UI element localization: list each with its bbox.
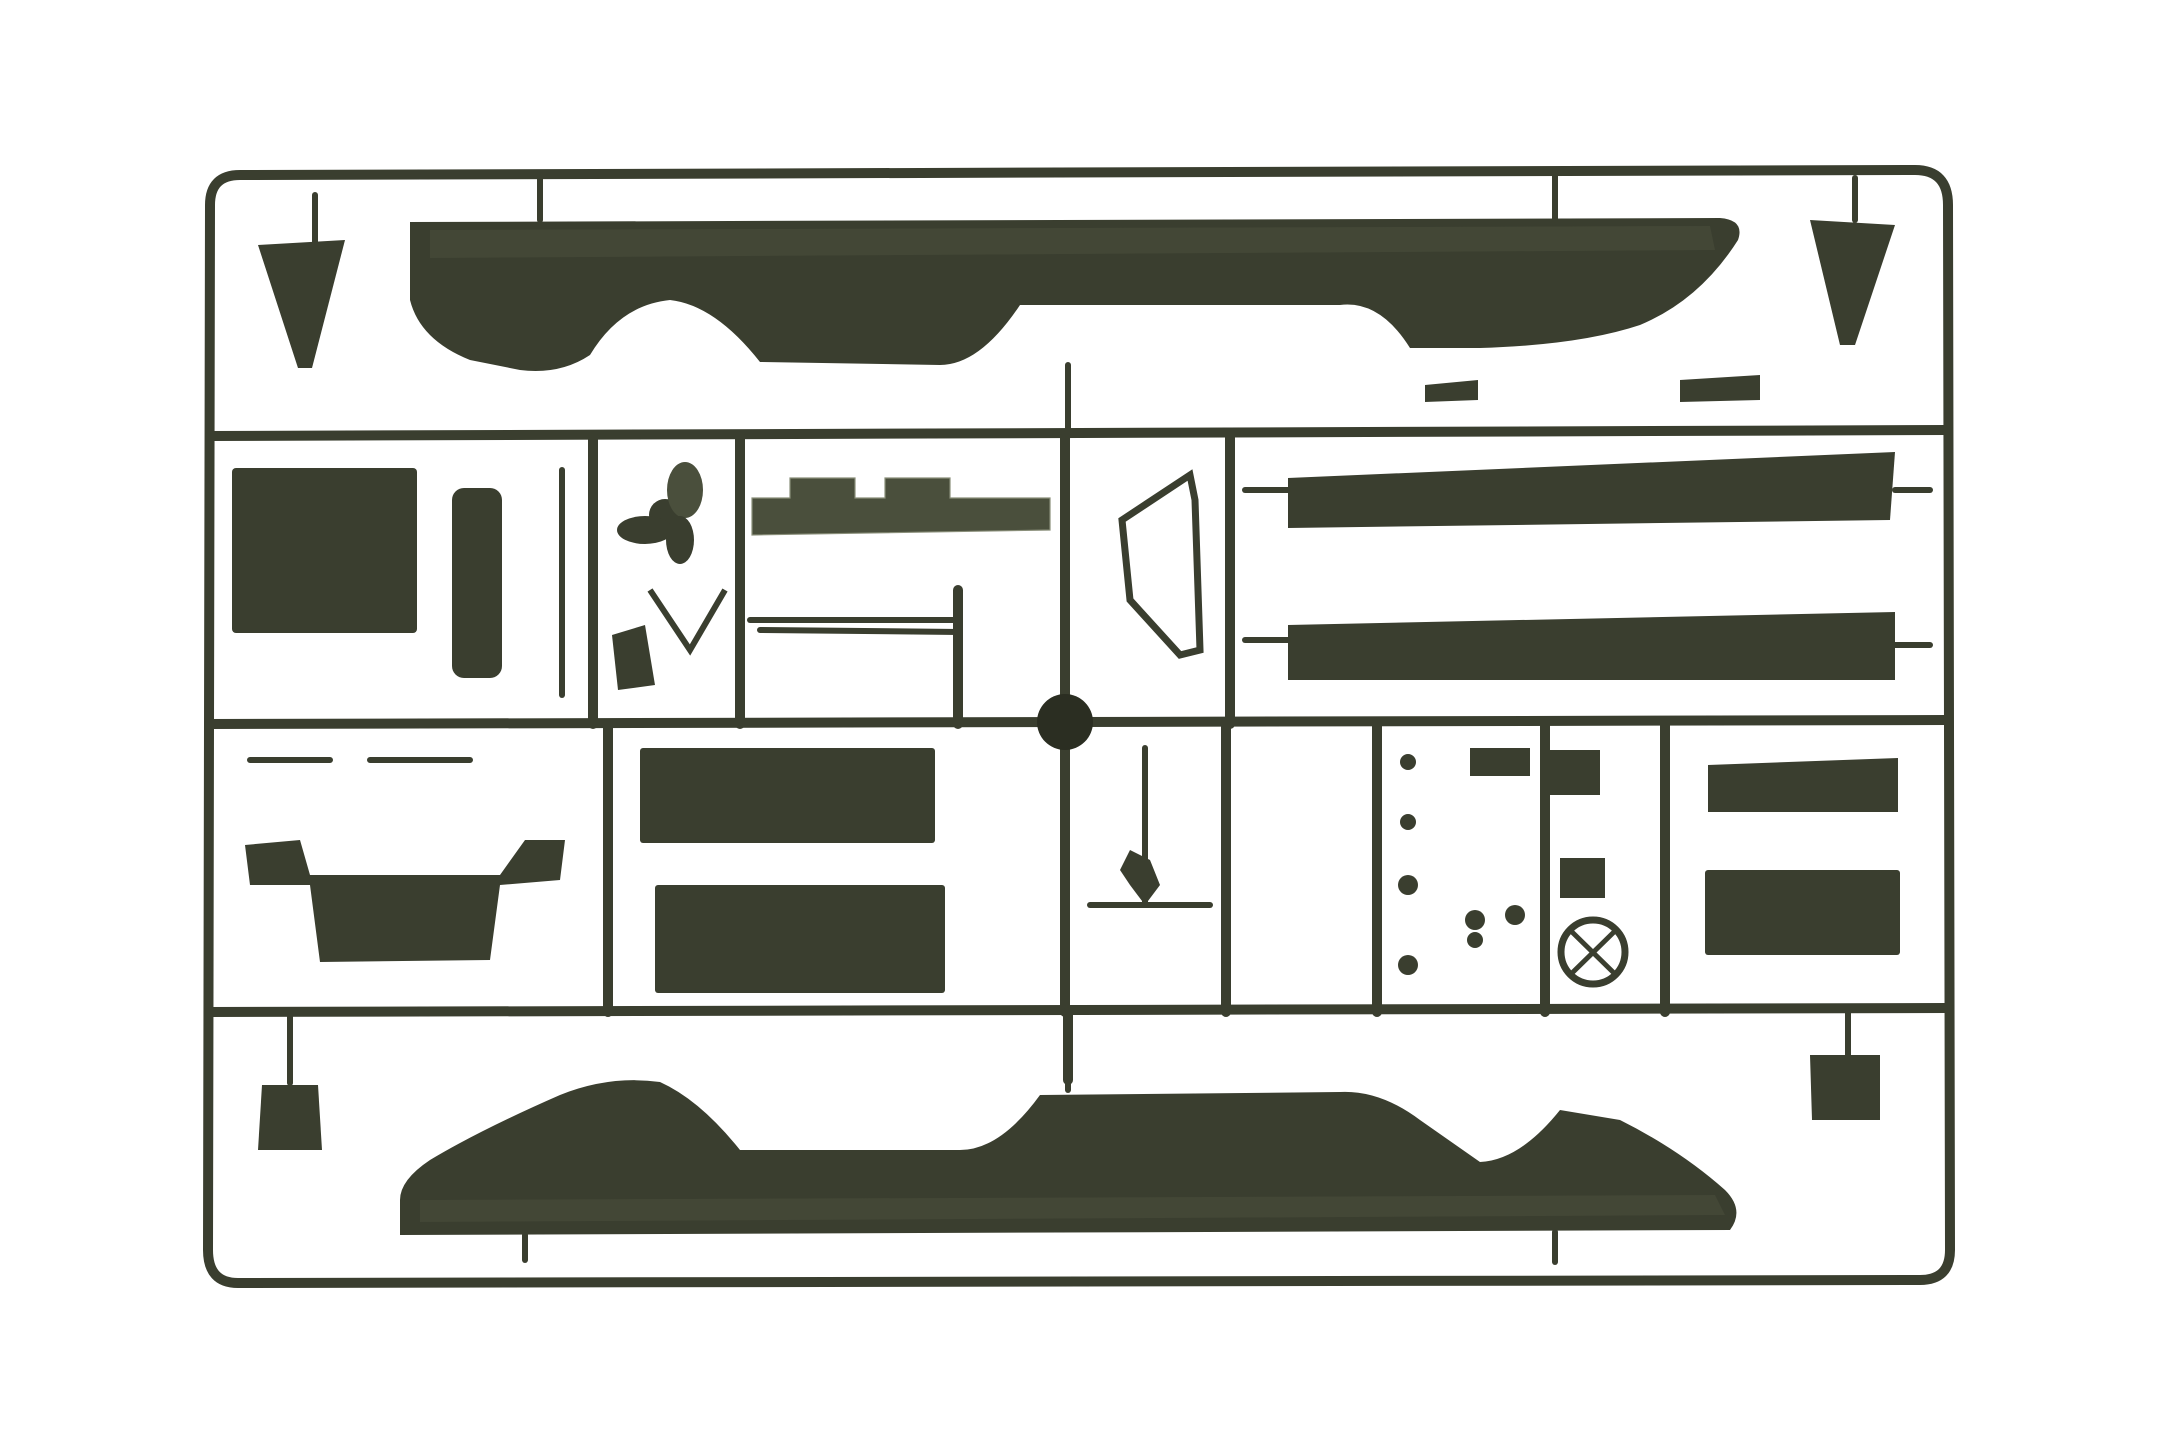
- small-box-right: [1810, 1055, 1880, 1120]
- hull-half-top: [410, 218, 1740, 371]
- side-panel-upper: [1288, 452, 1895, 528]
- ladder-part: [452, 488, 502, 678]
- door-panel: [232, 468, 417, 633]
- bench-panel-upper: [640, 748, 935, 843]
- v-bracket: [647, 588, 728, 656]
- frame-part-triangle: [1118, 469, 1204, 659]
- propeller-part: [617, 462, 703, 564]
- sprue-hub: [1037, 694, 1093, 750]
- anchor-part: [1120, 850, 1160, 905]
- seat-back-small: [612, 625, 655, 690]
- grille-mesh-part: [751, 477, 1051, 536]
- box-part-upper: [1708, 758, 1898, 812]
- seat-frame: [245, 840, 565, 962]
- steering-wheel-part: [1557, 916, 1629, 988]
- sprue-gates: [287, 172, 1933, 1265]
- winch-parts: [1470, 748, 1605, 898]
- small-box-left: [258, 1085, 322, 1150]
- funnel-part-top-right: [1810, 220, 1895, 345]
- outer-frame: [203, 165, 1955, 1288]
- funnel-part-top-left: [258, 240, 345, 368]
- small-knobs: [1398, 754, 1525, 975]
- box-part-lower: [1705, 870, 1900, 955]
- bench-panel-lower: [655, 885, 945, 993]
- side-panel-lower: [1288, 612, 1895, 680]
- small-step-parts: [1425, 375, 1760, 402]
